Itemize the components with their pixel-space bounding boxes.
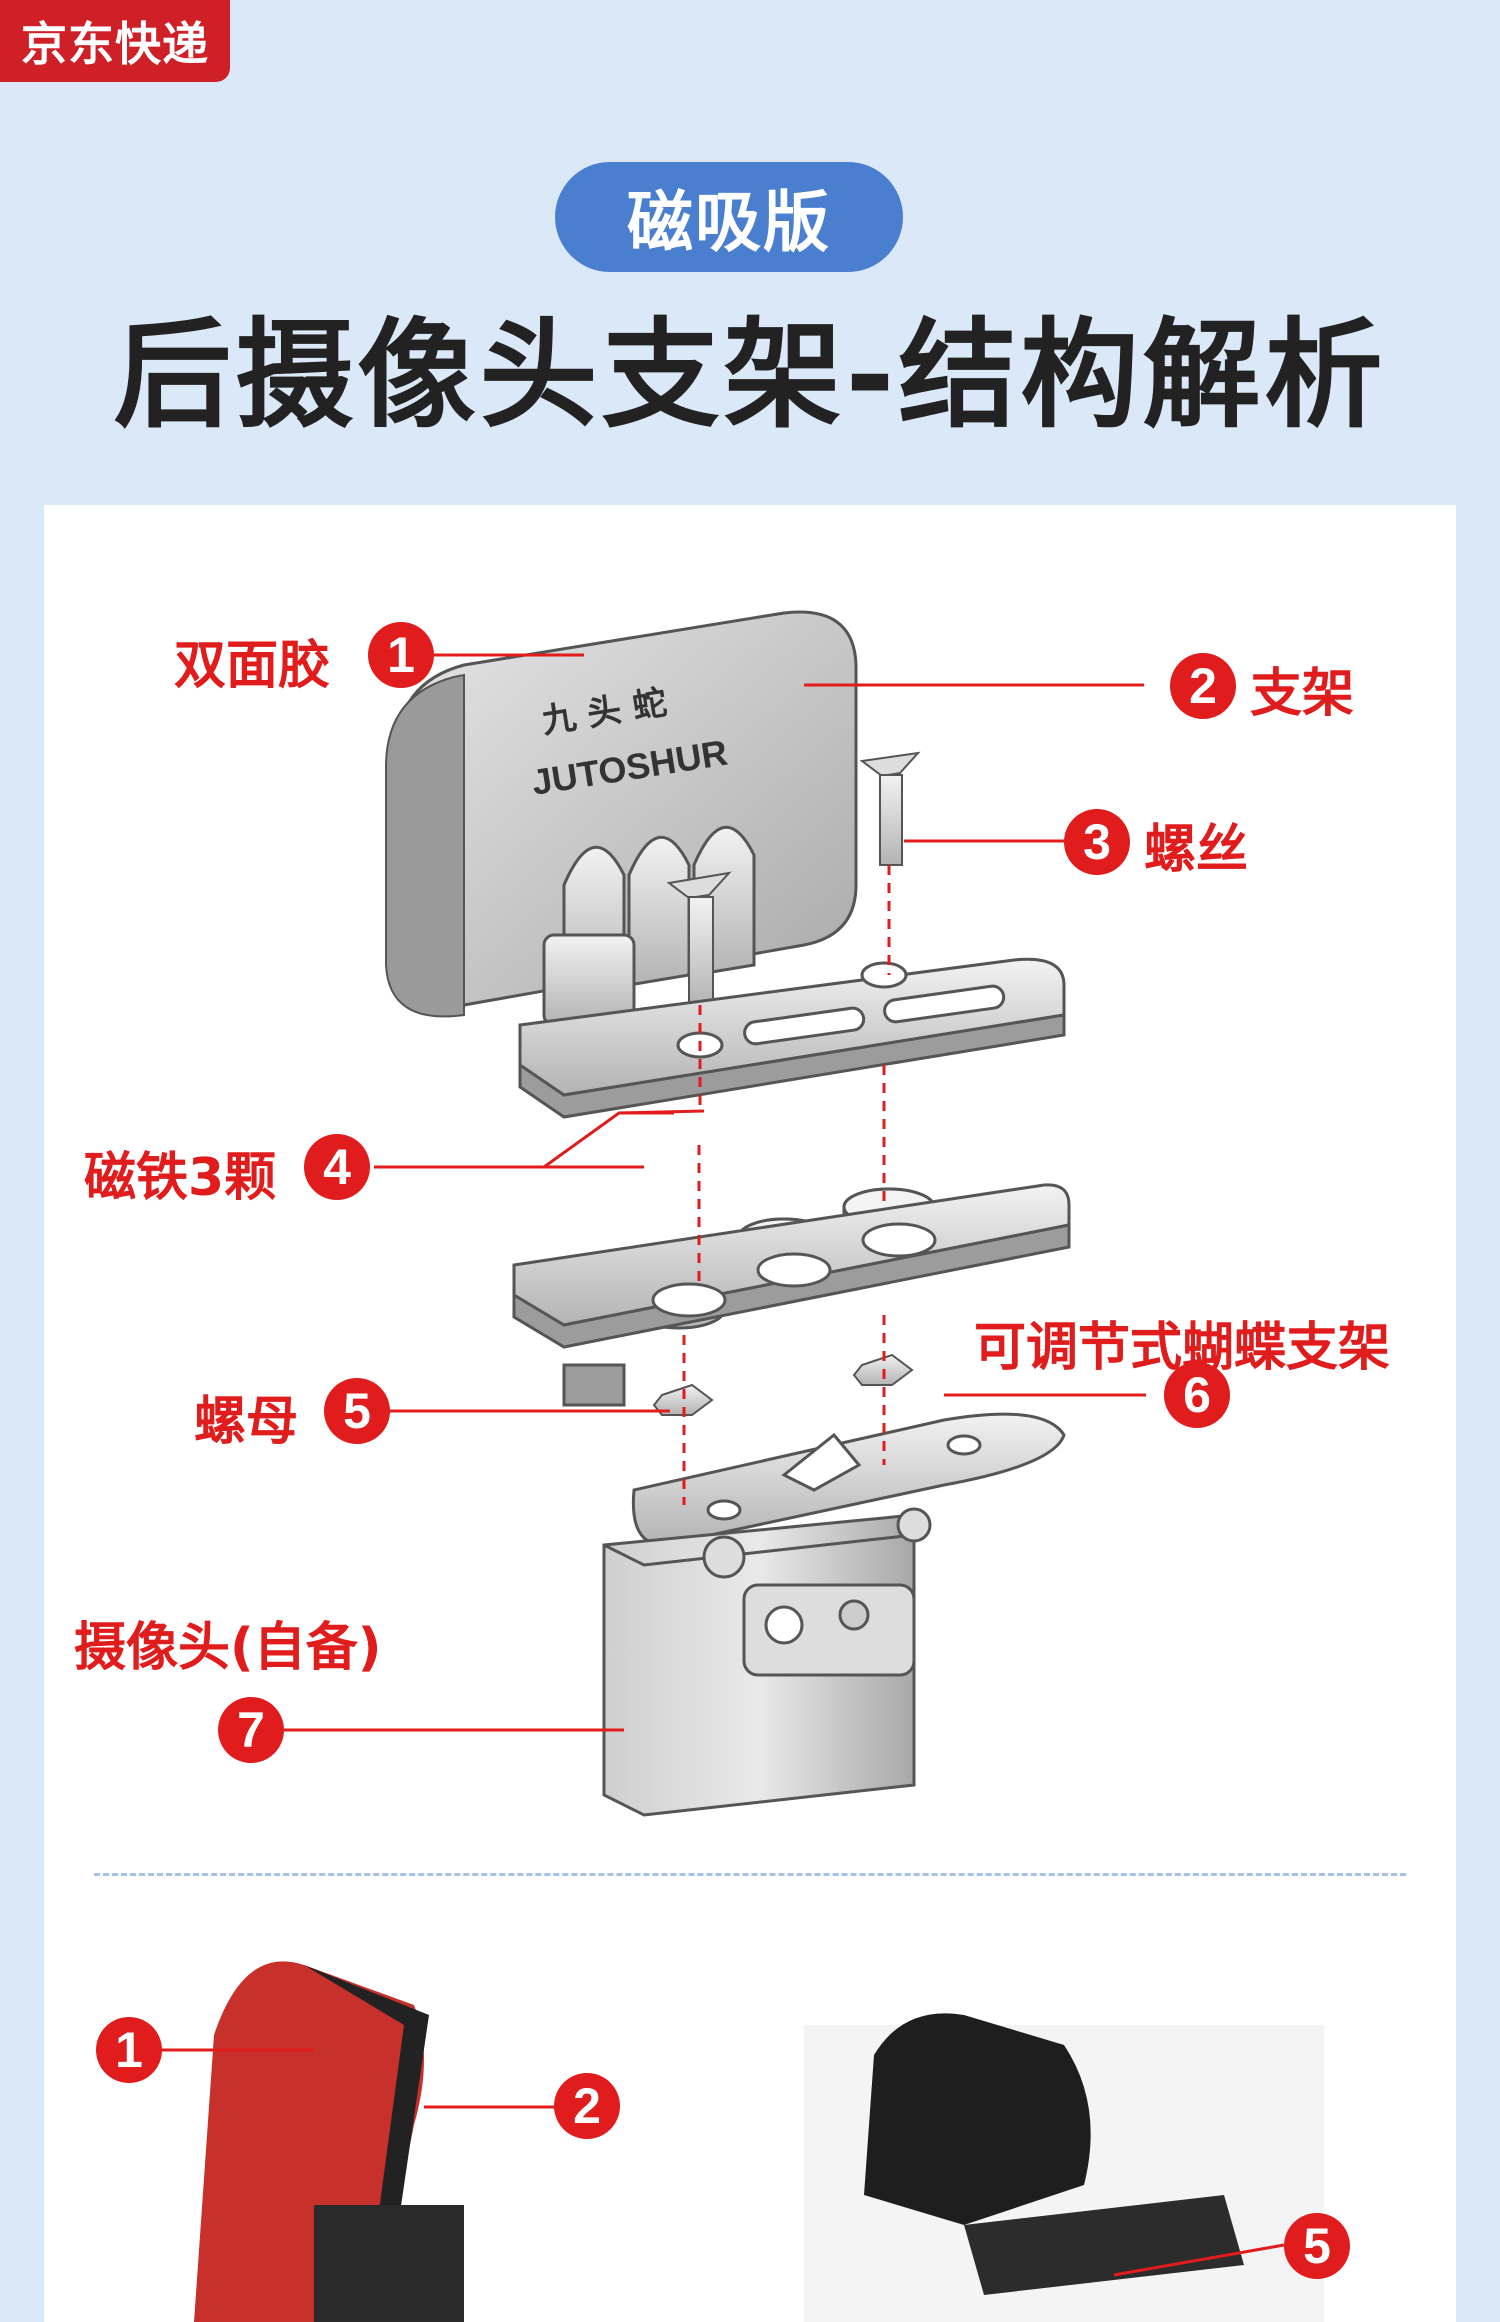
label-nut: 螺母 [194,1392,299,1452]
camera-box [602,1507,932,1817]
label-adhesive: 双面胶 [174,636,331,696]
label-camera: 摄像头(自备) [74,1618,382,1678]
screw-left [666,871,732,1008]
page-title: 后摄像头支架-结构解析 [113,306,1387,444]
label-magnets: 磁铁3颗 [84,1148,277,1208]
leader-lines [284,653,1146,1732]
photo-num-5: 5 [1284,2213,1350,2279]
photo-num-2: 2 [554,2073,620,2139]
hinge-knuckles [542,825,756,1027]
label-bracket: 支架 [1250,664,1355,724]
num-7: 7 [218,1697,284,1763]
photo-leader-lines [154,2048,1285,2277]
photo-left [194,1961,464,2322]
num-3: 3 [1064,809,1130,875]
jd-express-badge: 京东快递 [0,0,230,82]
butterfly-bracket [631,1412,1066,1547]
magnetic-version-pill: 磁吸版 [555,162,903,272]
num-2: 2 [1170,653,1236,719]
assembly-guides [682,865,891,1505]
photo-num-1: 1 [96,2017,162,2083]
section-divider [94,1873,1406,1876]
num-1: 1 [368,622,434,688]
nuts [652,1353,914,1416]
num-6: 6 [1164,1362,1230,1428]
lower-plate [512,1183,1071,1407]
screw-right [859,751,921,866]
num-4: 4 [304,1134,370,1200]
label-screw: 螺丝 [1144,820,1249,880]
structure-card: 九 头 蛇 JUTOSHUR [44,505,1456,2322]
exploded-diagram: 九 头 蛇 JUTOSHUR [154,610,1324,2322]
photo-right [804,2013,1324,2322]
num-5: 5 [324,1378,390,1444]
